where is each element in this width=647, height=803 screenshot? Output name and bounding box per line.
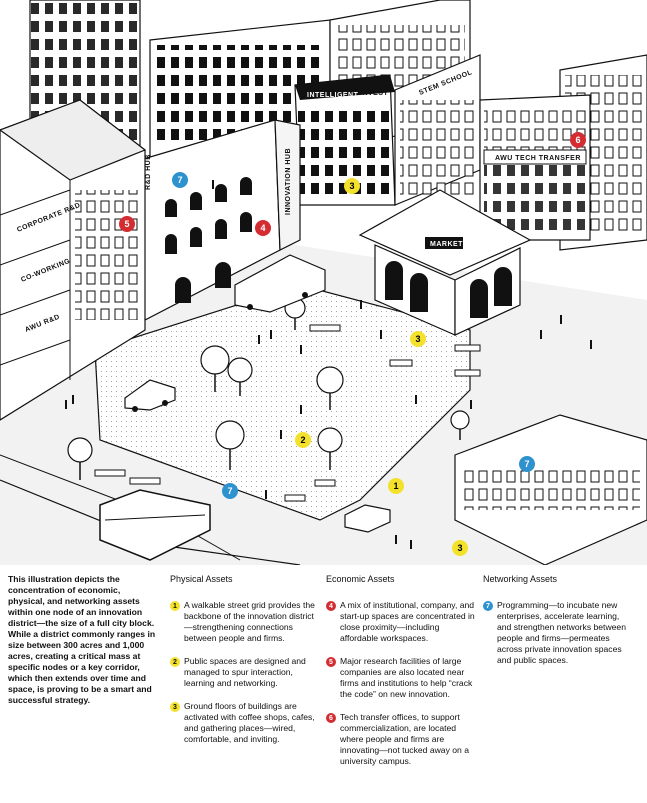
marker-number: 3: [415, 334, 420, 344]
legend-item-text: Public spaces are designed and managed t…: [184, 656, 306, 688]
marker-number: 6: [575, 135, 580, 145]
marker-3: 3: [410, 331, 426, 347]
legend-item-text: Ground floors of buildings are activated…: [184, 701, 315, 744]
legend-item-text: Major research facilities of large compa…: [340, 656, 473, 699]
legend-heading-physical: Physical Assets: [170, 574, 233, 584]
market-pavilion: MARKET: [358, 189, 532, 336]
marker-3: 3: [344, 178, 360, 194]
marker-6: 6: [570, 132, 586, 148]
number-badge: 1: [170, 601, 180, 611]
innovation-district-illustration: INTELLIGENT INVEST STEM SCHOOL AWU TECH …: [0, 0, 647, 565]
marker-2: 2: [295, 432, 311, 448]
sign-awu-tech-transfer: AWU TECH TRANSFER: [495, 155, 581, 162]
sign-intelligent: INTELLIGENT: [307, 92, 359, 99]
legend-heading-networking: Networking Assets: [483, 574, 558, 584]
marker-1: 1: [388, 478, 404, 494]
legend-physical-assets: Physical Assets 1 A walkable street grid…: [170, 574, 320, 757]
stem-school-building: STEM SCHOOL: [394, 54, 481, 206]
number-badge: 5: [326, 657, 336, 667]
sign-market: MARKET: [430, 241, 463, 248]
number-badge: 2: [170, 657, 180, 667]
marker-4: 4: [255, 220, 271, 236]
lower-right-building: [454, 414, 647, 565]
marker-7: 7: [222, 483, 238, 499]
marker-number: 4: [260, 223, 265, 233]
legend-heading-economic: Economic Assets: [326, 574, 395, 584]
number-badge: 3: [170, 702, 180, 712]
vehicle-van: [234, 254, 326, 313]
legend-networking-assets: Networking Assets 7 Programming—to incub…: [483, 574, 633, 678]
legend-economic-assets: Economic Assets 4 A mix of institutional…: [326, 574, 476, 779]
marker-number: 5: [124, 219, 129, 229]
sign-rd-hub: R&D HUB: [145, 154, 152, 190]
marker-3: 3: [452, 540, 468, 556]
legend-item: 2 Public spaces are designed and managed…: [170, 656, 320, 689]
legend-item-text: Tech transfer offices, to support commer…: [340, 712, 469, 766]
marker-7: 7: [172, 172, 188, 188]
legend-item: 3 Ground floors of buildings are activat…: [170, 701, 320, 745]
people: [65, 180, 592, 549]
number-badge: 4: [326, 601, 336, 611]
legend-item: 1 A walkable street grid provides the ba…: [170, 600, 320, 644]
marker-7: 7: [519, 456, 535, 472]
marker-number: 7: [227, 486, 232, 496]
legend-item: 5 Major research facilities of large com…: [326, 656, 476, 700]
legend: This illustration depicts the concentrat…: [0, 572, 647, 797]
sign-invest: INVEST: [360, 90, 389, 97]
vehicle-car: [344, 504, 391, 533]
marker-number: 7: [177, 175, 182, 185]
marker-number: 1: [393, 481, 398, 491]
marker-5: 5: [119, 216, 135, 232]
tech-transfer-building: AWU TECH TRANSFER: [479, 94, 591, 241]
legend-item: 7 Programming—to incubate new enterprise…: [483, 600, 633, 666]
marker-number: 3: [349, 181, 354, 191]
intro-text: This illustration depicts the concentrat…: [8, 574, 156, 705]
number-badge: 7: [483, 601, 493, 611]
marker-number: 3: [457, 543, 462, 553]
marker-number: 2: [300, 435, 305, 445]
legend-item-text: Programming—to incubate new enterprises,…: [497, 600, 626, 665]
number-badge: 6: [326, 713, 336, 723]
legend-item: 6 Tech transfer offices, to support comm…: [326, 712, 476, 767]
marker-number: 7: [524, 459, 529, 469]
tram: [99, 489, 211, 561]
legend-item-text: A mix of institutional, company, and sta…: [340, 600, 475, 643]
benches: [94, 324, 481, 502]
park-plaza: [94, 284, 471, 521]
sign-innovation-hub: INNOVATION HUB: [285, 148, 292, 215]
legend-item-text: A walkable street grid provides the back…: [184, 600, 315, 643]
innovation-hub-building: INNOVATION HUB R&D HUB: [139, 119, 301, 321]
vehicle-car: [124, 379, 176, 412]
legend-item: 4 A mix of institutional, company, and s…: [326, 600, 476, 644]
corporate-rd-building: CORPORATE R&D CO-WORKING AWU R&D: [0, 99, 147, 421]
